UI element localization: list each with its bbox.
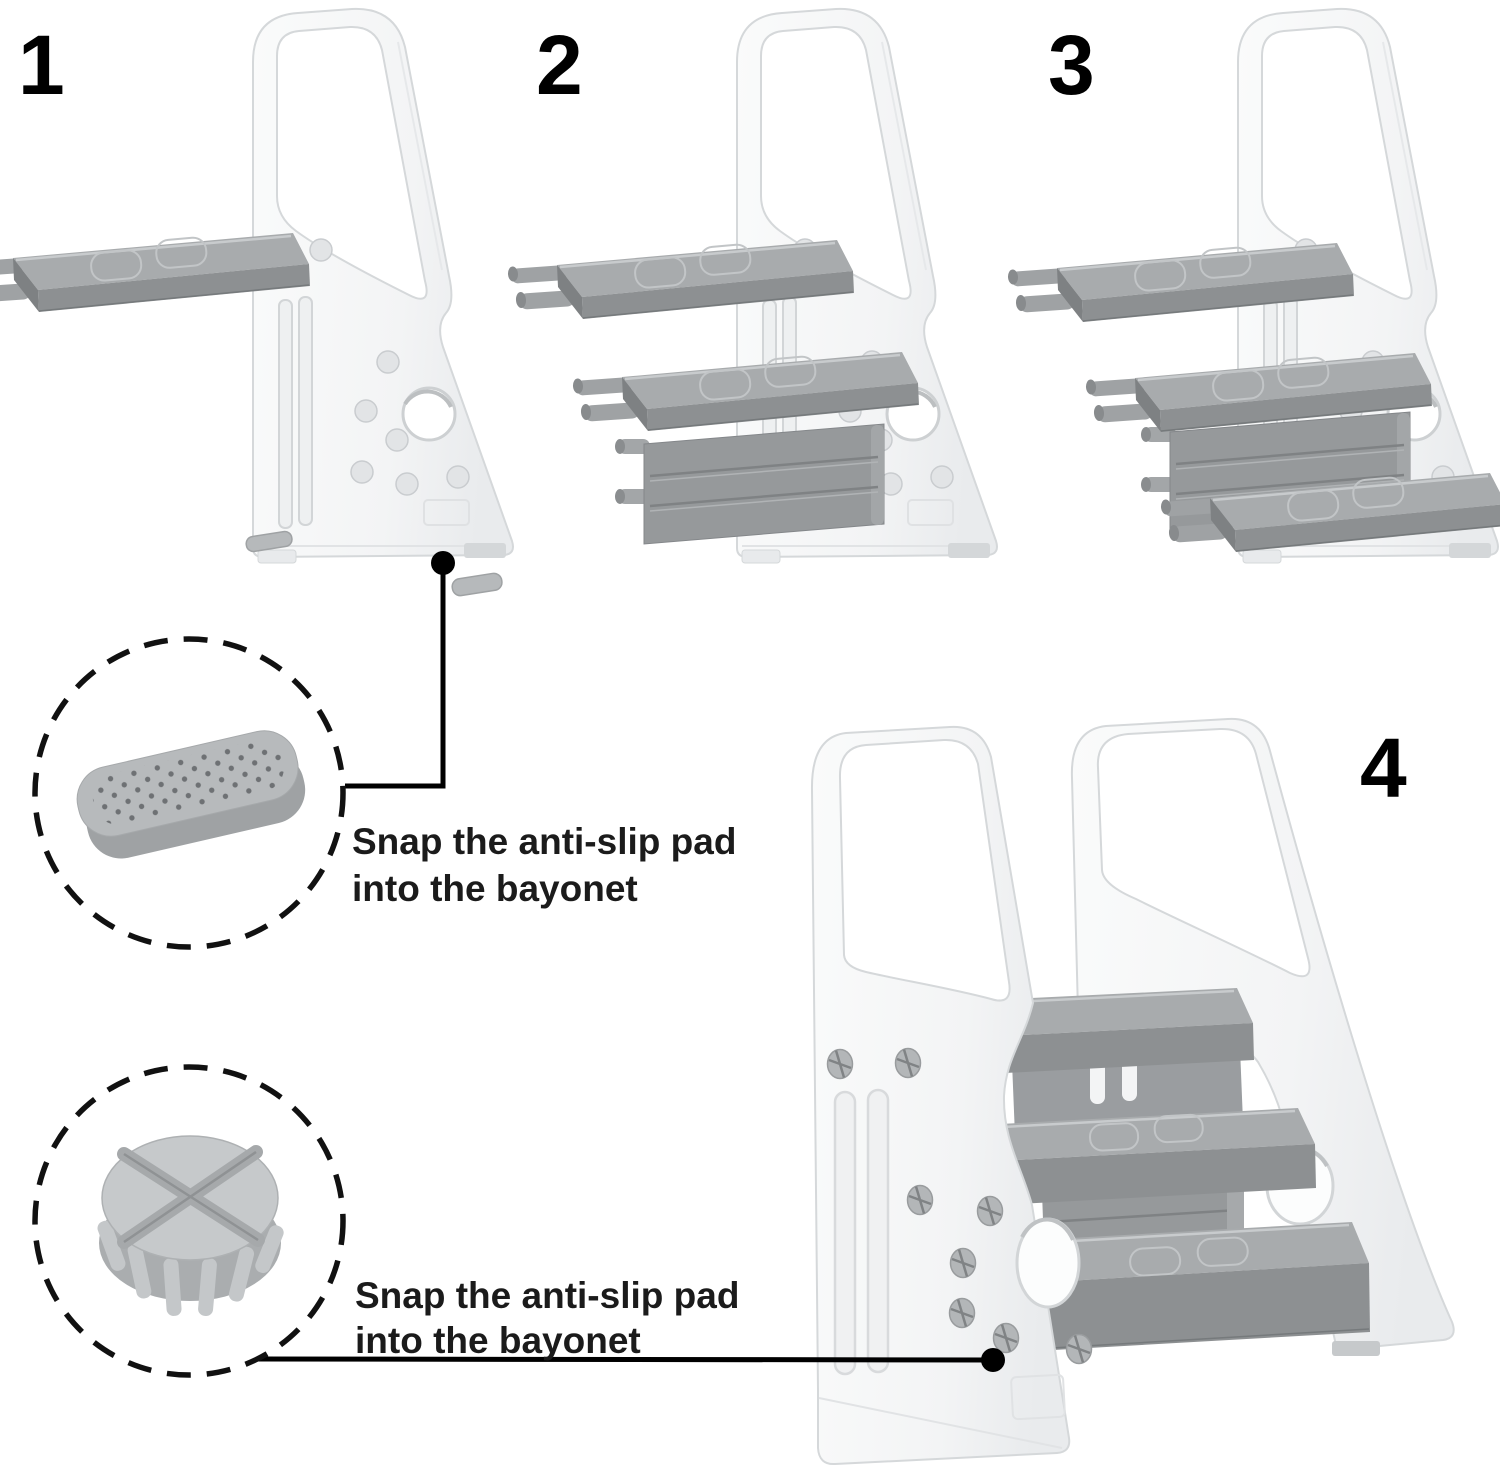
step-3-number: 3 (1048, 18, 1095, 112)
callout-connector-line (345, 563, 446, 789)
assembly-step-3: 3 (1006, 6, 1500, 565)
bayonet-knob-icon (97, 1135, 284, 1317)
callout-dashed-circle (32, 636, 346, 950)
anti-slip-pad-small (245, 530, 293, 553)
anti-slip-pad-small (451, 572, 503, 597)
callout-dashed-circle (32, 1064, 346, 1378)
callout-text-line2: into the bayonet (355, 1320, 641, 1361)
assembly-step-4: 4 (810, 717, 1455, 1466)
callout-anti-slip-pad: Snap the anti-slip pad into the bayonet (32, 551, 736, 950)
riser-illustration (613, 422, 886, 546)
assembly-step-2: 2 (506, 6, 999, 565)
callout-text-line1: Snap the anti-slip pad (352, 821, 736, 862)
callout-text-line1: Snap the anti-slip pad (355, 1275, 739, 1316)
step-4-number: 4 (1360, 721, 1407, 815)
anti-slip-pad-icon (76, 730, 306, 859)
callout-text-line2: into the bayonet (352, 868, 638, 909)
callout-connector-dot (981, 1348, 1005, 1372)
stool-left-panel (810, 725, 1093, 1466)
callout-connector-line (256, 1356, 994, 1363)
assembly-step-1: 1 (0, 6, 515, 597)
callout-connector-dot (431, 551, 455, 575)
step-1-number: 1 (18, 18, 65, 112)
step-2-number: 2 (536, 18, 583, 112)
callout-bayonet-knob: Snap the anti-slip pad into the bayonet (32, 1064, 1005, 1378)
